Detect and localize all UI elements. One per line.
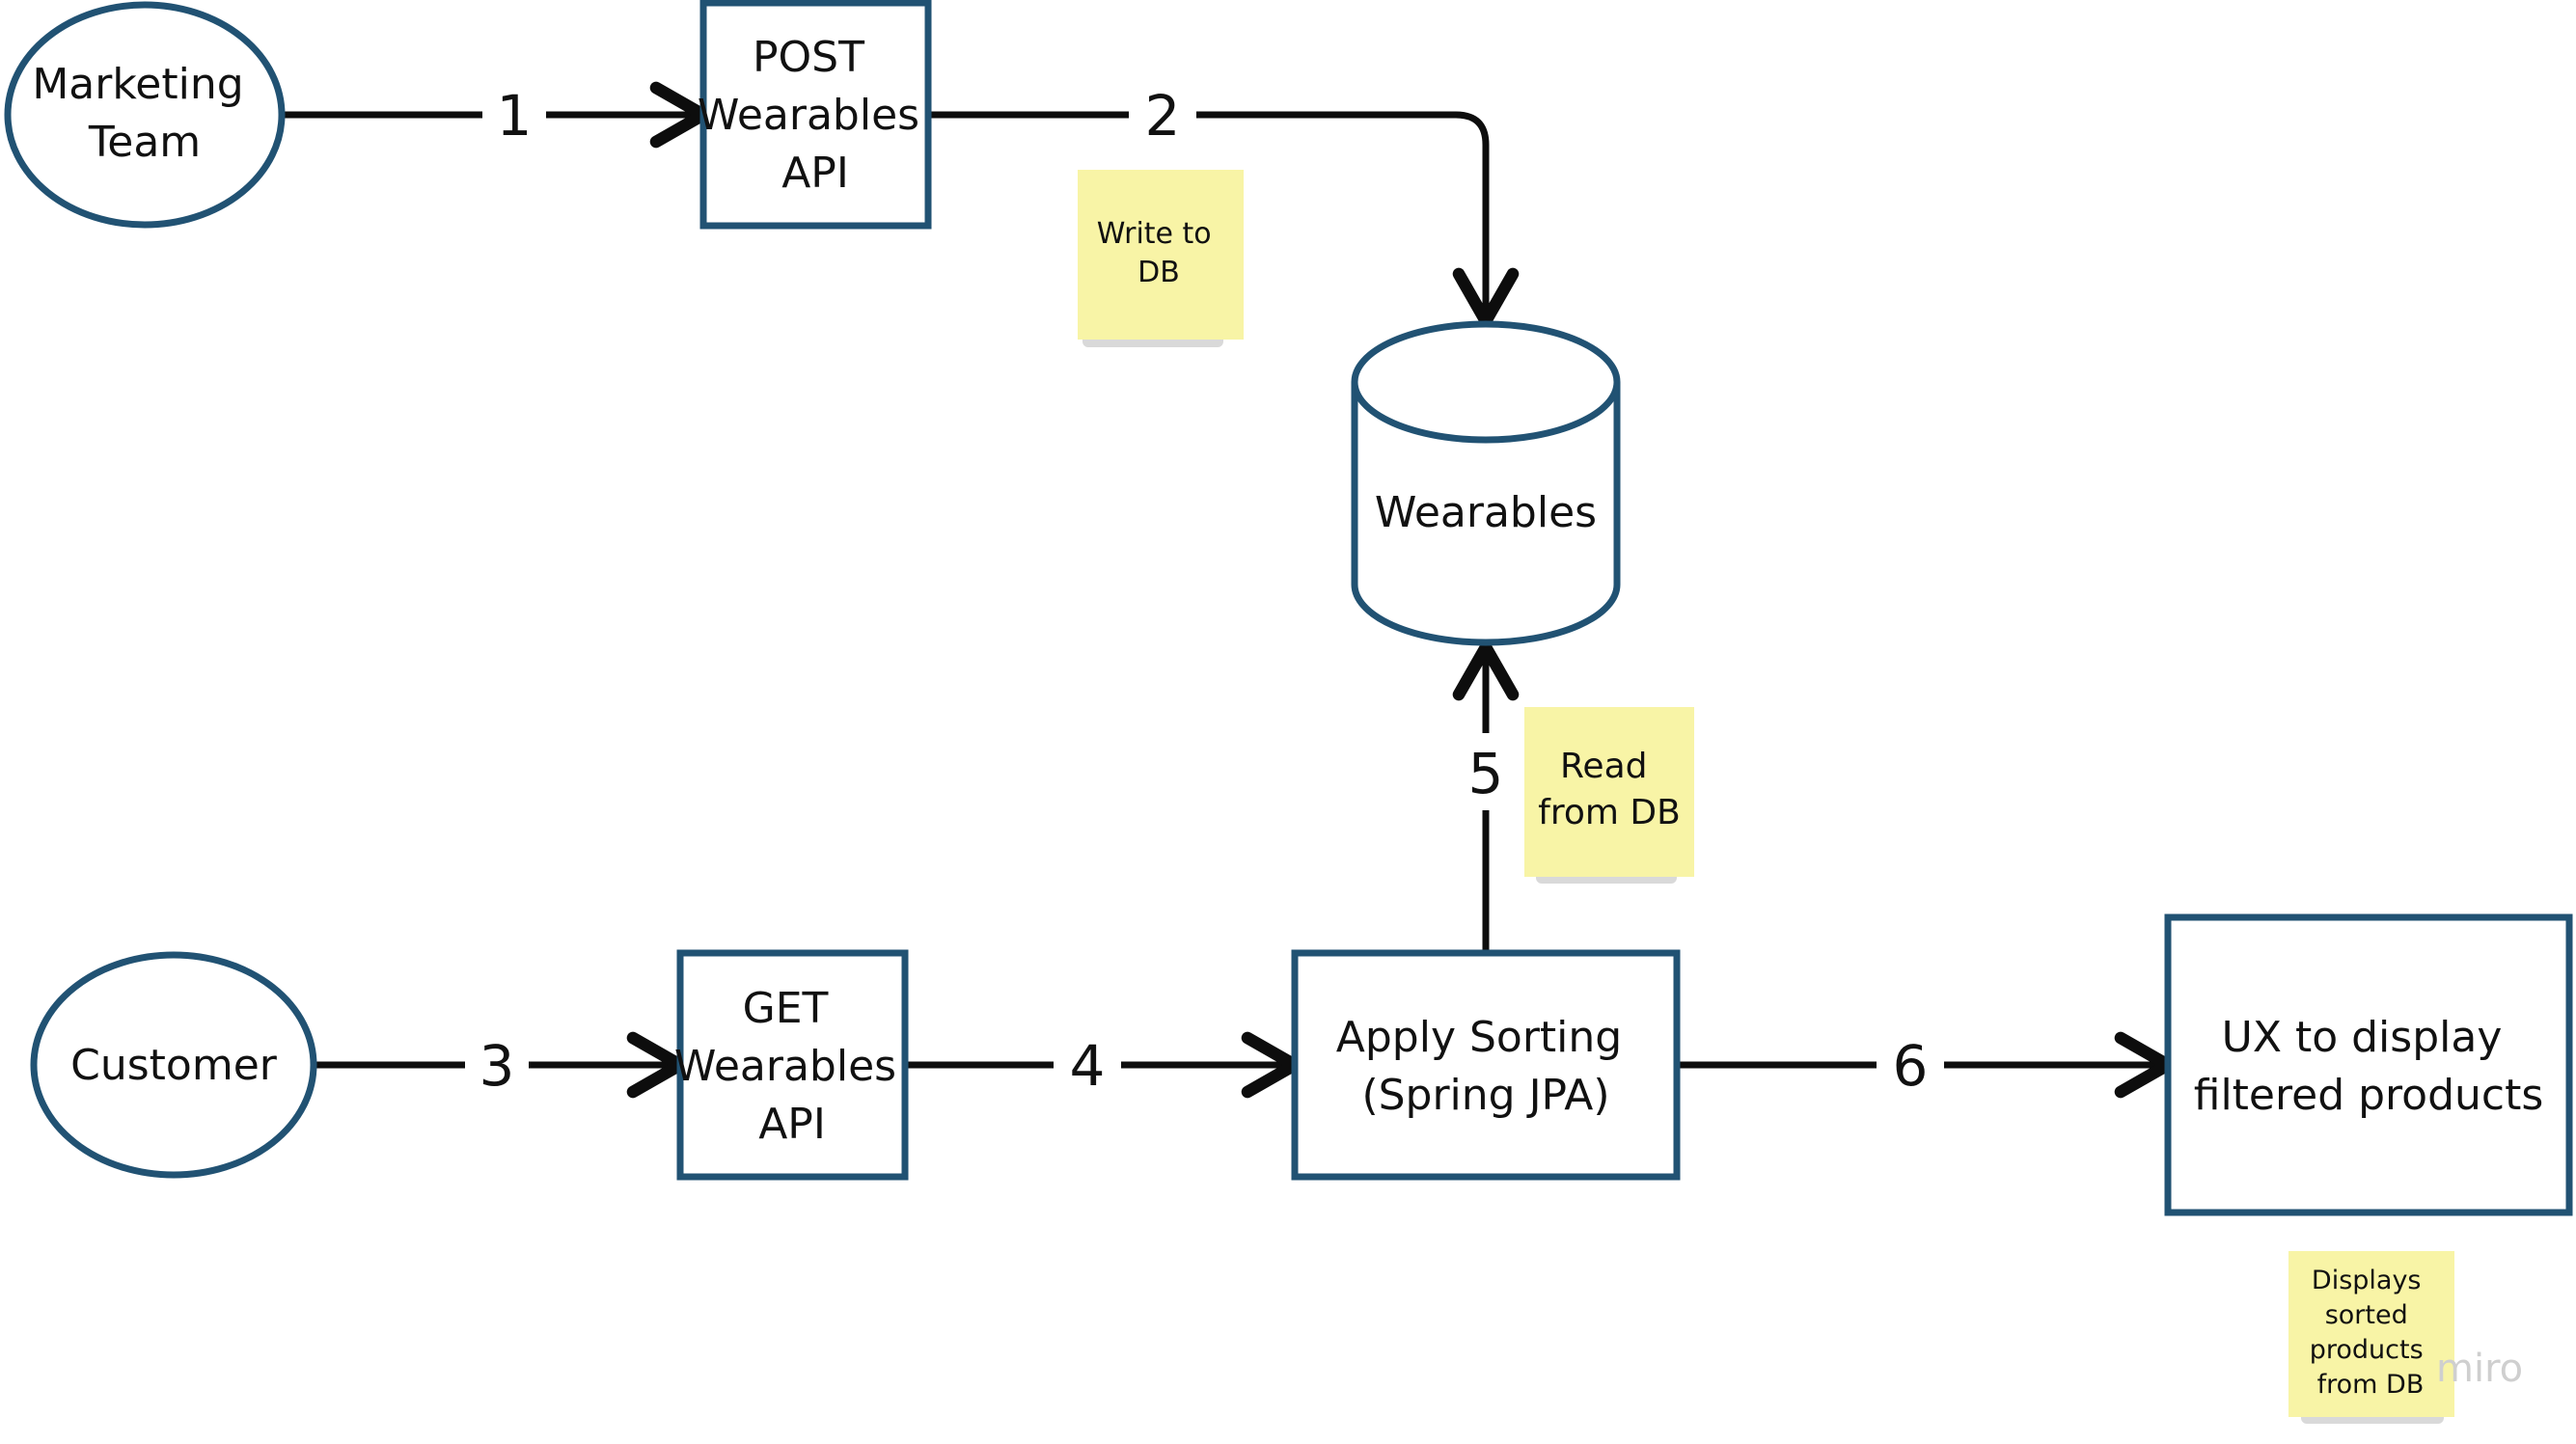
svg-text:GET Wearables API: GET Wearables API bbox=[674, 984, 910, 1149]
edge-4[interactable]: 4 bbox=[905, 1027, 1302, 1103]
node-marketing-team-line-1: Marketing bbox=[32, 60, 243, 109]
node-customer[interactable]: Customer bbox=[30, 951, 317, 1179]
node-wearables-db-label: Wearables bbox=[1375, 488, 1597, 537]
sticky-displays-line-2: sorted bbox=[2325, 1300, 2408, 1330]
node-post-api-line-1: POST bbox=[753, 33, 864, 82]
sticky-displays-line-3: products bbox=[2310, 1335, 2424, 1365]
sticky-displays-line-1: Displays bbox=[2312, 1266, 2422, 1295]
node-ux-display-line-2: filtered products bbox=[2194, 1071, 2544, 1120]
edge-5-label: 5 bbox=[1468, 741, 1504, 806]
node-marketing-team[interactable]: Marketing Team bbox=[4, 1, 286, 229]
edge-5[interactable]: 5 bbox=[1452, 640, 1520, 953]
edge-2-label: 2 bbox=[1145, 83, 1181, 149]
sticky-note-write-to-db[interactable]: Write to DB bbox=[1078, 170, 1244, 347]
svg-text:Displays sorted pr: Displays sorted products from DB bbox=[2310, 1266, 2432, 1400]
edge-3[interactable]: 3 bbox=[314, 1027, 687, 1103]
edge-2[interactable]: 2 bbox=[928, 77, 1520, 328]
node-post-wearables-api[interactable]: POST Wearables API bbox=[698, 0, 933, 230]
edge-1-label: 1 bbox=[497, 83, 533, 149]
node-apply-sorting-line-1: Apply Sorting bbox=[1336, 1013, 1622, 1062]
node-get-api-line-3: API bbox=[758, 1100, 826, 1149]
svg-text:Apply Sorting (Spring JP: Apply Sorting (Spring JPA) bbox=[1336, 1013, 1635, 1120]
edge-4-label: 4 bbox=[1070, 1033, 1106, 1099]
sticky-displays-line-4: from DB bbox=[2317, 1370, 2425, 1400]
svg-text:Marketing Team: Marketing Team bbox=[32, 60, 257, 167]
svg-text:UX to display filtered p: UX to display filtered products bbox=[2194, 1013, 2544, 1120]
svg-text:POST Wearables API: POST Wearables API bbox=[698, 33, 933, 198]
node-apply-sorting-line-2: (Spring JPA) bbox=[1361, 1071, 1609, 1120]
svg-text:Read from DB: Read from DB bbox=[1538, 747, 1681, 832]
edge-6-label: 6 bbox=[1893, 1033, 1929, 1099]
node-customer-label: Customer bbox=[70, 1041, 278, 1090]
sticky-note-read-from-db[interactable]: Read from DB bbox=[1524, 707, 1694, 884]
node-ux-display[interactable]: UX to display filtered products bbox=[2164, 913, 2573, 1216]
node-get-api-line-1: GET bbox=[743, 984, 829, 1033]
edge-3-label: 3 bbox=[480, 1033, 515, 1099]
node-post-api-line-3: API bbox=[781, 149, 849, 198]
node-wearables-database[interactable]: Wearables bbox=[1351, 320, 1621, 646]
sticky-write-line-1: Write to bbox=[1097, 217, 1212, 251]
svg-text:Write to DB: Write to DB bbox=[1097, 217, 1220, 289]
node-apply-sorting[interactable]: Apply Sorting (Spring JPA) bbox=[1291, 949, 1681, 1181]
node-ux-display-line-1: UX to display bbox=[2222, 1013, 2503, 1062]
node-get-api-line-2: Wearables bbox=[674, 1042, 896, 1091]
sticky-note-displays-sorted[interactable]: Displays sorted products from DB bbox=[2288, 1251, 2454, 1424]
sticky-write-line-2: DB bbox=[1137, 256, 1180, 289]
sticky-read-line-1: Read bbox=[1560, 747, 1647, 786]
node-marketing-team-line-2: Team bbox=[88, 118, 201, 167]
sticky-read-line-2: from DB bbox=[1538, 793, 1681, 832]
miro-watermark: miro bbox=[2436, 1347, 2523, 1391]
edge-6[interactable]: 6 bbox=[1677, 1027, 2175, 1103]
node-get-wearables-api[interactable]: GET Wearables API bbox=[674, 949, 910, 1181]
edge-1[interactable]: 1 bbox=[282, 77, 710, 152]
node-post-api-line-2: Wearables bbox=[698, 91, 919, 140]
